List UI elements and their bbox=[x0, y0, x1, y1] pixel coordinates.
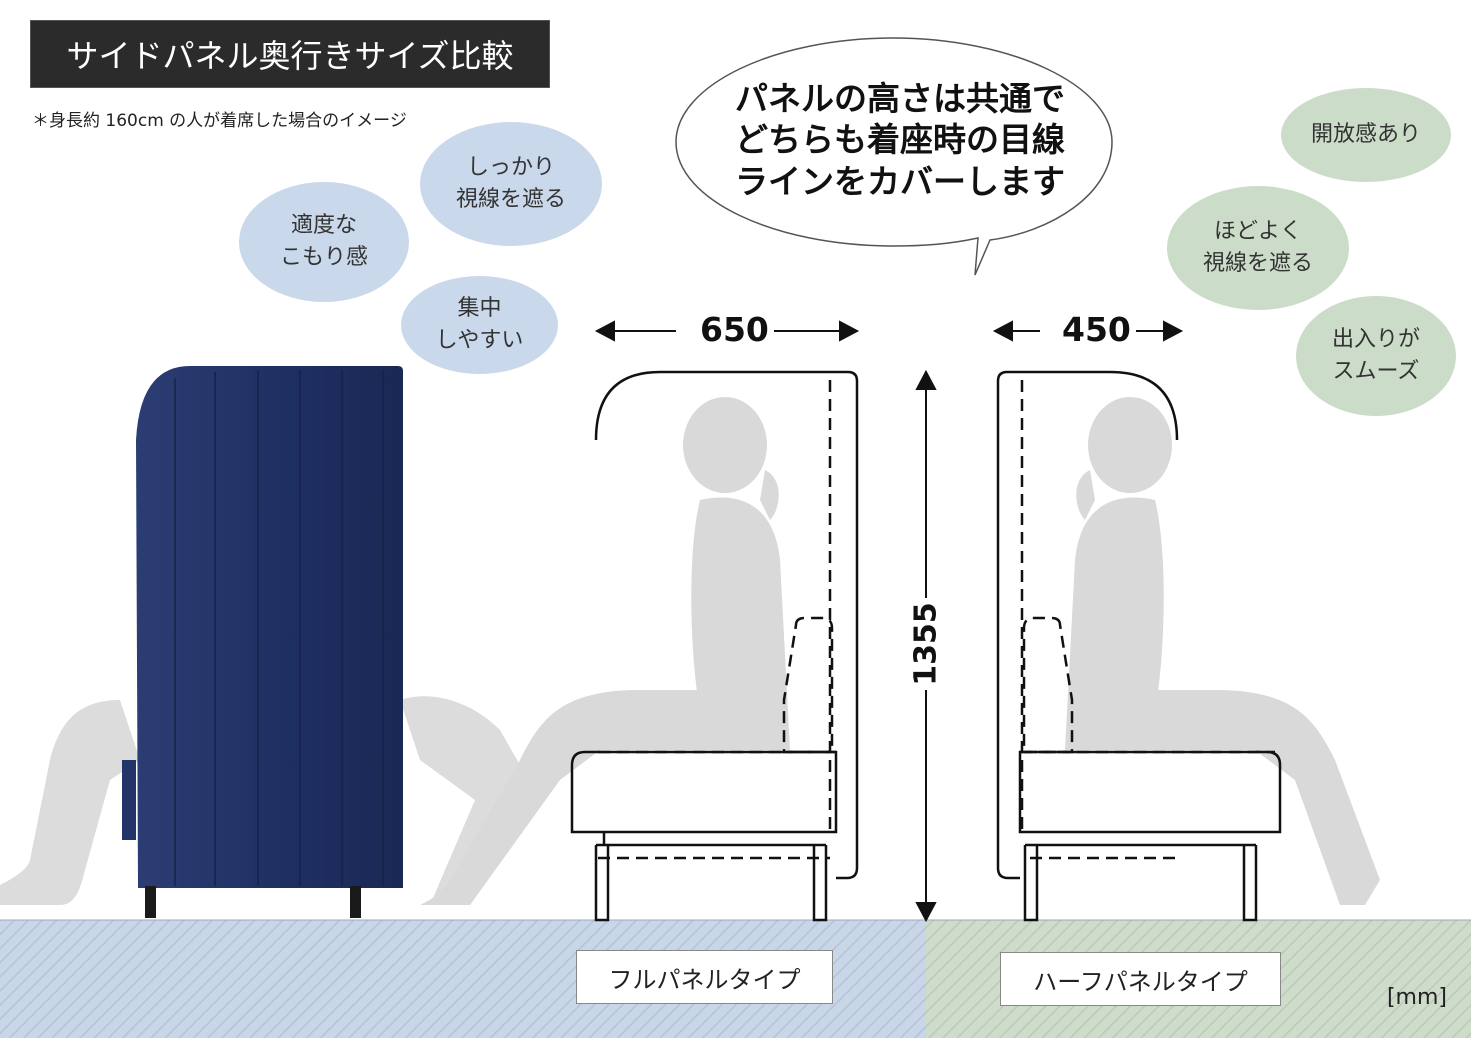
person-silhouette-full bbox=[420, 397, 790, 905]
dim-label-half-depth: 450 bbox=[1062, 310, 1131, 349]
navy-sofa-side bbox=[122, 366, 403, 918]
page-title: サイドパネル奥行きサイズ比較 bbox=[30, 20, 550, 88]
unit-label: [mm] bbox=[1386, 985, 1447, 1010]
bubble-left-3: 集中 しやすい bbox=[401, 276, 558, 374]
person-silhouette-left bbox=[0, 696, 540, 905]
full-panel-hidden-lines bbox=[598, 380, 836, 860]
speech-bubble-text: パネルの高さは共通で どちらも着座時の目線 ラインをカバーします bbox=[735, 79, 1065, 201]
type-label-full: フルパネルタイプ bbox=[576, 950, 833, 1004]
bubble-left-2: 適度な こもり感 bbox=[239, 182, 409, 302]
bubble-right-3: 出入りが スムーズ bbox=[1296, 296, 1456, 416]
bubble-right-1: 開放感あり bbox=[1281, 88, 1451, 182]
full-panel-sofa bbox=[570, 370, 859, 922]
type-label-half: ハーフパネルタイプ bbox=[1000, 952, 1281, 1006]
speech-bubble-shape bbox=[675, 37, 1113, 276]
bubble-left-1: しっかり 視線を遮る bbox=[420, 122, 602, 246]
half-panel-hidden-lines bbox=[1020, 380, 1275, 860]
bubble-right-2: ほどよく 視線を遮る bbox=[1167, 186, 1349, 310]
dimension-arrows bbox=[594, 320, 1184, 923]
dim-label-full-depth: 650 bbox=[700, 310, 769, 349]
dim-label-height: 1355 bbox=[908, 602, 944, 686]
note-text: ＊身長約 160cm の人が着席した場合のイメージ bbox=[32, 111, 407, 131]
person-silhouette-half bbox=[1065, 397, 1380, 905]
